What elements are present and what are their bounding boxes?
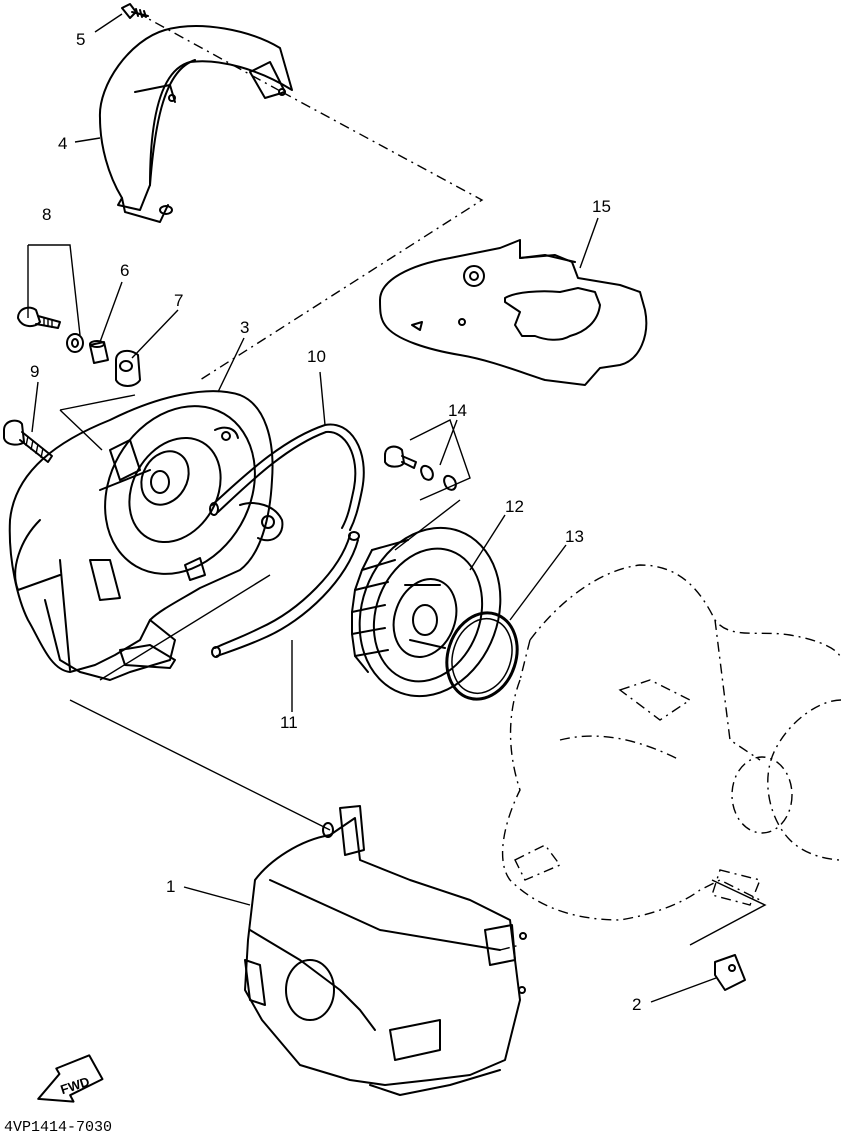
fwd-direction-arrow: FWD (37, 1054, 104, 1103)
callout-1: 1 (166, 877, 175, 896)
gasket-plate-part-15 (379, 239, 648, 386)
grommet-part-7 (115, 349, 141, 387)
callout-11: 11 (280, 713, 298, 732)
callout-labels: 5 4 8 6 7 3 9 10 14 12 13 15 11 1 2 (30, 30, 641, 1014)
callout-9: 9 (30, 362, 39, 381)
callout-15: 15 (592, 197, 611, 216)
o-ring-part-13 (445, 611, 519, 701)
callout-2: 2 (632, 995, 641, 1014)
callout-7: 7 (174, 291, 183, 310)
fan-shroud-upper-part-1 (244, 805, 527, 1096)
drawing-code: 4VP1414-7030 (4, 1119, 112, 1136)
bolt-washer-set-part-14 (384, 445, 457, 491)
fan-housing-part-3 (8, 390, 284, 681)
clip-part-2 (714, 954, 746, 991)
bolt-part-9 (3, 419, 53, 463)
callout-3: 3 (240, 318, 249, 337)
callout-4: 4 (58, 134, 67, 153)
callout-12: 12 (505, 497, 524, 516)
washer-part-8 (66, 333, 84, 353)
bolt-part-8 (17, 306, 61, 329)
callout-6: 6 (120, 261, 129, 280)
engine-crankcase-reference (502, 564, 841, 921)
hose-part-11 (211, 531, 360, 658)
collar-part-6 (89, 340, 109, 364)
callout-13: 13 (565, 527, 584, 546)
assembly-guide-lines (59, 11, 767, 951)
cover-band-part-4 (98, 25, 293, 223)
callout-14: 14 (448, 401, 467, 420)
callout-5: 5 (76, 30, 85, 49)
callout-10: 10 (307, 347, 326, 366)
leader-lines (27, 13, 717, 1003)
callout-8: 8 (42, 205, 51, 224)
cooling-fan-part-12 (351, 526, 502, 698)
hose-part-10 (209, 423, 365, 531)
